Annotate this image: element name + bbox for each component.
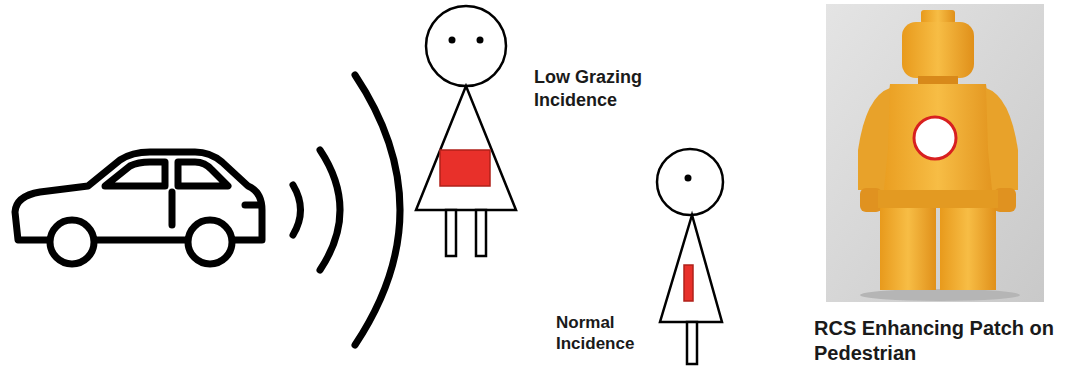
leg xyxy=(446,210,456,256)
pedestrian-front xyxy=(416,6,516,256)
lego-torso xyxy=(876,84,1000,190)
head xyxy=(657,149,723,215)
wave-arc xyxy=(320,150,340,270)
pedestrian-side xyxy=(657,149,723,364)
figure-label: Low Grazing Incidence xyxy=(534,66,684,111)
lego-stud xyxy=(921,10,955,24)
leg xyxy=(476,210,486,256)
car-wheel xyxy=(188,220,232,264)
lego-arm xyxy=(858,88,890,190)
shadow xyxy=(860,289,1020,301)
body-triangle xyxy=(416,86,516,210)
car-door-line xyxy=(169,192,176,225)
eye xyxy=(449,37,456,44)
car-window xyxy=(105,162,165,186)
car-wheel xyxy=(50,220,94,264)
eye xyxy=(685,175,692,182)
lego-photo xyxy=(826,4,1044,302)
car-icon xyxy=(15,152,262,264)
photo-background xyxy=(826,4,1044,302)
rcs-patch xyxy=(914,117,956,159)
lego-leg xyxy=(940,208,996,290)
lego-head xyxy=(902,22,974,78)
radar-waves xyxy=(293,75,400,345)
car-light xyxy=(245,202,258,209)
head xyxy=(426,6,506,86)
rcs-patch xyxy=(684,265,693,301)
lego-arm xyxy=(986,88,1018,190)
eye xyxy=(477,37,484,44)
wave-arc xyxy=(293,185,301,235)
rcs-patch xyxy=(440,150,490,186)
body-triangle xyxy=(660,215,722,322)
lego-neck xyxy=(918,76,958,84)
figure-label: Normal Incidence xyxy=(556,312,656,355)
wave-arc xyxy=(355,75,400,345)
lego-leg xyxy=(880,208,936,290)
leg xyxy=(687,322,697,364)
lego-hips xyxy=(878,190,998,208)
figure-label: RCS Enhancing Patch on Pedestrian xyxy=(814,316,1076,366)
car-window xyxy=(178,162,228,186)
